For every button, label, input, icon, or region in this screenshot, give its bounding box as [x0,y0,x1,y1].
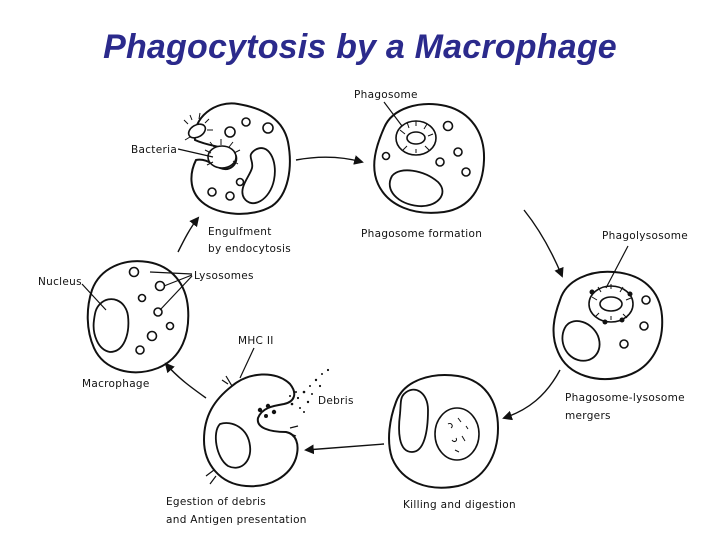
cell-killing-digestion [389,375,498,488]
label-merger-line2: mergers [565,410,611,422]
label-egestion-line2: and Antigen presentation [166,514,307,526]
label-lysosomes: Lysosomes [194,270,254,282]
label-engulfment-line2: by endocytosis [208,243,291,255]
cell-engulfment [178,103,290,213]
label-mhc-ii: MHC II [238,335,274,347]
label-phagolysosome: Phagolysosome [602,230,688,242]
label-phagosome: Phagosome [354,89,418,101]
label-phagosome-formation: Phagosome formation [361,228,482,240]
arrow-killing-to-egestion [306,444,384,450]
label-egestion-line1: Egestion of debris [166,496,266,508]
cell-phagolysosome [554,246,663,379]
label-nucleus: Nucleus [38,276,82,288]
cell-macrophage [82,261,192,372]
cell-phagosome-formation [374,102,484,213]
arrow-engulfment-to-formation [296,157,362,162]
arrow-egestion-to-macrophage [166,364,206,398]
arrow-macrophage-to-engulfment [178,218,198,252]
label-bacteria: Bacteria [131,144,177,156]
arrow-formation-to-phagolysosome [524,210,562,276]
label-killing-digestion: Killing and digestion [403,499,516,511]
cell-egestion [204,348,298,486]
label-engulfment-line1: Engulfment [208,226,272,238]
label-debris: Debris [318,395,354,407]
label-macrophage: Macrophage [82,378,150,390]
label-merger-line1: Phagosome-lysosome [565,392,685,404]
arrow-phagolysosome-to-killing [504,370,560,418]
